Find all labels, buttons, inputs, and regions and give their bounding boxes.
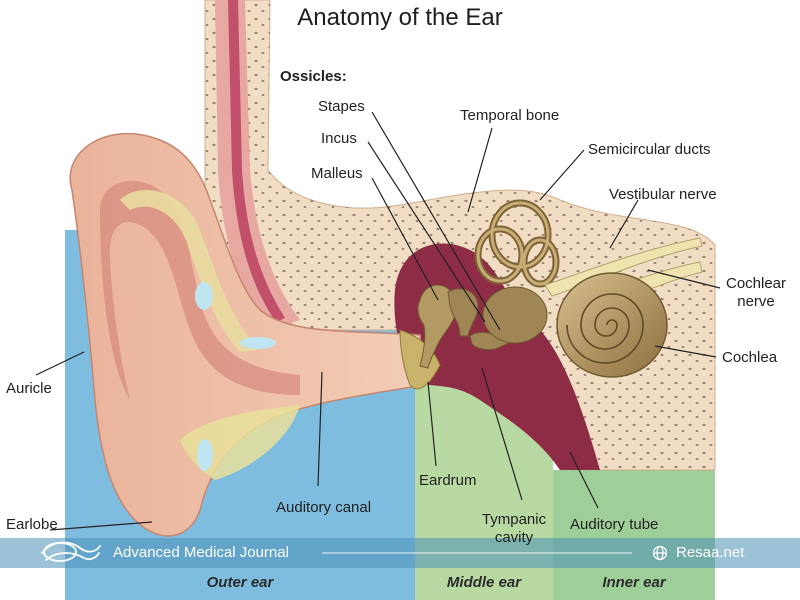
label-incus: Incus (321, 130, 357, 147)
cochlea-shape (556, 272, 668, 378)
page-title: Anatomy of the Ear (297, 4, 503, 31)
zone-label-inner: Inner ear (602, 574, 666, 591)
journal-name: Advanced Medical Journal (113, 544, 289, 561)
ossicles-shape (417, 284, 525, 369)
eardrum-shape (399, 329, 441, 390)
auditory-tube-shape (480, 370, 600, 470)
label-auditory-canal: Auditory canal (276, 499, 372, 516)
label-cochlear-nerve: Cochlear nerve (718, 275, 794, 311)
label-earlobe: Earlobe (6, 516, 58, 533)
label-tympanic-line2: cavity (494, 529, 534, 546)
label-auricle: Auricle (6, 380, 52, 397)
leader-lines (35, 111, 721, 531)
label-malleus: Malleus (311, 165, 363, 182)
label-stapes: Stapes (318, 98, 365, 115)
label-tympanic-line1: Tympanic (481, 511, 547, 528)
site-name: Resaa.net (676, 544, 745, 561)
label-auditory-tube: Auditory tube (570, 516, 659, 533)
vestibule-shape (482, 286, 548, 344)
label-semicircular-ducts: Semicircular ducts (588, 141, 711, 158)
label-eardrum: Eardrum (419, 472, 477, 489)
wave-logo-icon (41, 541, 101, 562)
label-cochlea: Cochlea (722, 349, 778, 366)
label-cochlear-nerve-line1: Cochlear (725, 275, 787, 292)
ossicles-heading: Ossicles: (280, 68, 347, 85)
label-cochlear-nerve-line2: nerve (737, 293, 775, 310)
label-temporal-bone: Temporal bone (460, 107, 560, 124)
globe-icon (652, 545, 668, 561)
label-vestibular-nerve: Vestibular nerve (609, 186, 717, 203)
zone-label-outer: Outer ear (206, 574, 274, 591)
zone-label-middle: Middle ear (446, 574, 522, 591)
label-tympanic-cavity: Tympanic cavity (474, 511, 554, 547)
inner-ear-zone (553, 470, 715, 600)
